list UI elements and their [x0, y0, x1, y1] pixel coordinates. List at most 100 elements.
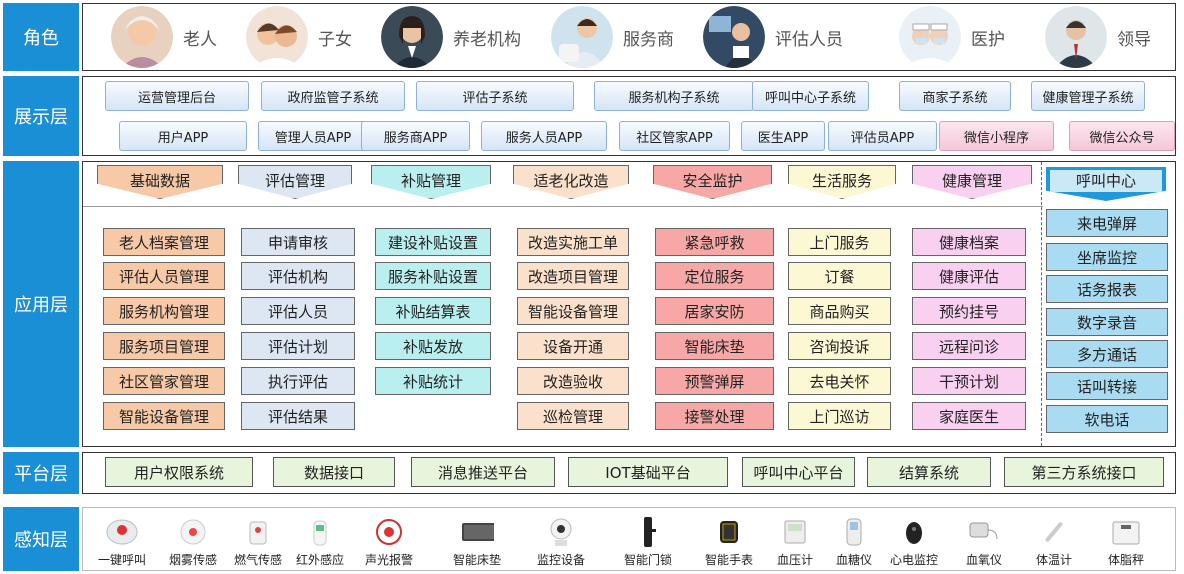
presentation-item[interactable]: 运营管理后台 — [105, 81, 249, 111]
application-item[interactable]: 健康评估 — [912, 262, 1026, 290]
application-item[interactable]: 巡检管理 — [517, 402, 629, 430]
presentation-item[interactable]: 医生APP — [741, 121, 825, 151]
presentation-item[interactable]: 服务商APP — [361, 121, 470, 151]
application-item[interactable]: 干预计划 — [912, 367, 1026, 395]
device-icon — [241, 515, 275, 549]
device-icon — [897, 515, 931, 549]
call-center-header: 呼叫中心 — [1046, 167, 1166, 201]
sensing-device: 燃气传感 — [229, 510, 287, 568]
presentation-item[interactable]: 微信小程序 — [939, 121, 1054, 151]
application-item[interactable]: 老人档案管理 — [103, 228, 225, 256]
presentation-item[interactable]: 微信公众号 — [1069, 121, 1175, 151]
category-header: 健康管理 — [912, 165, 1032, 199]
device-icon — [460, 515, 494, 549]
device-icon — [967, 515, 1001, 549]
presentation-item[interactable]: 呼叫中心子系统 — [752, 81, 869, 111]
platform-panel: 用户权限系统 数据接口 消息推送平台 IOT基础平台 呼叫中心平台 结算系统 第… — [82, 452, 1176, 494]
application-item[interactable]: 执行评估 — [241, 367, 355, 395]
application-item[interactable]: 申请审核 — [241, 228, 355, 256]
presentation-item[interactable]: 健康管理子系统 — [1031, 81, 1145, 111]
device-label: 智能门锁 — [623, 553, 672, 567]
sensing-device: 一键呼叫 — [91, 510, 153, 568]
application-item[interactable]: 接警处理 — [655, 402, 774, 430]
application-item[interactable]: 智能设备管理 — [517, 297, 629, 325]
application-item[interactable]: 家庭医生 — [912, 402, 1026, 430]
presentation-item[interactable]: 用户APP — [119, 121, 247, 151]
layer-label-presentation: 展示层 — [3, 76, 79, 156]
application-item[interactable]: 智能设备管理 — [103, 402, 225, 430]
application-item[interactable]: 社区管家管理 — [103, 367, 225, 395]
platform-item[interactable]: 第三方系统接口 — [1004, 457, 1164, 487]
sensing-device: 监控设备 — [525, 510, 597, 568]
call-center-item[interactable]: 坐席监控 — [1046, 243, 1168, 271]
application-item[interactable]: 上门巡访 — [788, 402, 891, 430]
application-item[interactable]: 改造验收 — [517, 367, 629, 395]
platform-item[interactable]: 结算系统 — [867, 457, 991, 487]
platform-item[interactable]: 消息推送平台 — [411, 457, 555, 487]
device-label: 燃气传感 — [233, 553, 282, 567]
device-icon — [631, 515, 665, 549]
application-item[interactable]: 智能床垫 — [655, 332, 774, 360]
device-label: 血压计 — [776, 553, 813, 567]
application-item[interactable]: 建设补贴设置 — [375, 228, 491, 256]
device-label: 智能床垫 — [452, 553, 501, 567]
presentation-item[interactable]: 评估子系统 — [416, 81, 574, 111]
role-label: 服务商 — [623, 29, 674, 50]
presentation-item[interactable]: 评估员APP — [828, 121, 937, 151]
application-item[interactable]: 去电关怀 — [788, 367, 891, 395]
call-center-column: 呼叫中心 来电弹屏坐席监控话务报表数字录音多方通话话叫转接软电话 — [1041, 162, 1175, 446]
application-item[interactable]: 定位服务 — [655, 262, 774, 290]
presentation-item[interactable]: 社区管家APP — [619, 121, 730, 151]
presentation-item[interactable]: 服务人员APP — [481, 121, 607, 151]
separator-line — [83, 206, 1043, 207]
sensing-device: 红外感应 — [289, 510, 351, 568]
presentation-item[interactable]: 商家子系统 — [899, 81, 1011, 111]
application-item[interactable]: 补贴结算表 — [375, 297, 491, 325]
application-item[interactable]: 健康档案 — [912, 228, 1026, 256]
application-item[interactable]: 商品购买 — [788, 297, 891, 325]
application-item[interactable]: 评估结果 — [241, 402, 355, 430]
platform-item[interactable]: IOT基础平台 — [568, 457, 728, 487]
application-item[interactable]: 评估人员 — [241, 297, 355, 325]
call-center-item[interactable]: 数字录音 — [1046, 308, 1168, 336]
application-item[interactable]: 改造项目管理 — [517, 262, 629, 290]
application-item[interactable]: 服务机构管理 — [103, 297, 225, 325]
layer-label-platform: 平台层 — [3, 452, 79, 494]
application-item[interactable]: 评估计划 — [241, 332, 355, 360]
presentation-item[interactable]: 管理人员APP — [258, 121, 368, 151]
category-header: 生活服务 — [788, 165, 896, 199]
application-item[interactable]: 咨询投诉 — [788, 332, 891, 360]
presentation-item[interactable]: 政府监管子系统 — [261, 81, 405, 111]
role-medical-staff: 医护 — [899, 6, 1045, 68]
call-center-item[interactable]: 来电弹屏 — [1046, 209, 1168, 237]
application-item[interactable]: 评估人员管理 — [103, 262, 225, 290]
application-item[interactable]: 服务项目管理 — [103, 332, 225, 360]
call-center-item[interactable]: 软电话 — [1046, 405, 1168, 433]
application-item[interactable]: 上门服务 — [788, 228, 891, 256]
role-label: 子女 — [318, 29, 352, 50]
device-label: 监控设备 — [536, 553, 585, 567]
call-center-item[interactable]: 话叫转接 — [1046, 372, 1168, 400]
call-center-item[interactable]: 话务报表 — [1046, 275, 1168, 303]
platform-item[interactable]: 呼叫中心平台 — [742, 457, 855, 487]
device-label: 心电监控 — [889, 553, 938, 567]
application-item[interactable]: 服务补贴设置 — [375, 262, 491, 290]
sensing-device: 体温计 — [1027, 510, 1081, 568]
application-item[interactable]: 评估机构 — [241, 262, 355, 290]
platform-item[interactable]: 用户权限系统 — [105, 457, 253, 487]
application-item[interactable]: 居家安防 — [655, 297, 774, 325]
application-item[interactable]: 预警弹屏 — [655, 367, 774, 395]
device-label: 红外感应 — [295, 553, 344, 567]
call-center-item[interactable]: 多方通话 — [1046, 340, 1168, 368]
application-item[interactable]: 补贴统计 — [375, 367, 491, 395]
application-item[interactable]: 预约挂号 — [912, 297, 1026, 325]
application-item[interactable]: 补贴发放 — [375, 332, 491, 360]
platform-item[interactable]: 数据接口 — [273, 457, 395, 487]
presentation-item[interactable]: 服务机构子系统 — [594, 81, 754, 111]
application-item[interactable]: 紧急呼救 — [655, 228, 774, 256]
application-item[interactable]: 设备开通 — [517, 332, 629, 360]
children-avatar — [246, 6, 308, 68]
application-item[interactable]: 改造实施工单 — [517, 228, 629, 256]
application-item[interactable]: 远程问诊 — [912, 332, 1026, 360]
application-item[interactable]: 订餐 — [788, 262, 891, 290]
